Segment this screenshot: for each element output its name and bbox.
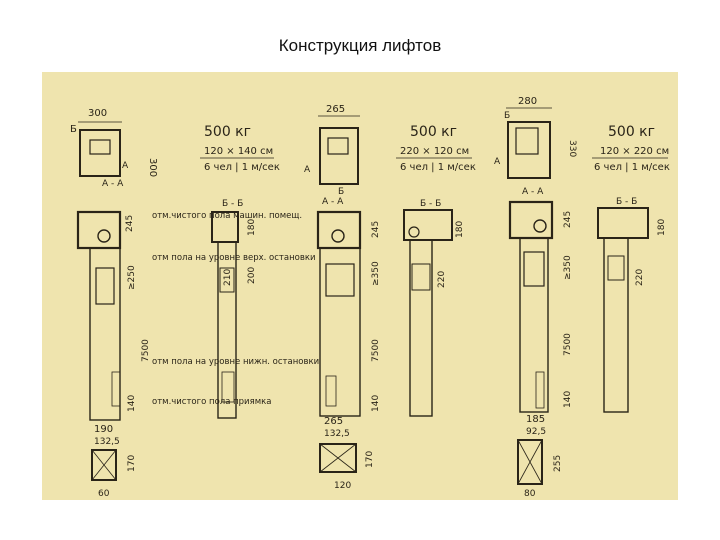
lift-3-lower-depth: 255 [553,455,563,472]
lift-3-section-bb-top [597,207,649,239]
lift-3-pit-plan [517,439,543,485]
lift-2-cabin-size: 220 × 120 см [400,146,469,157]
lift-1-bb-label: Б - Б [222,199,243,209]
lift-3-height-2: ≥350 [563,255,573,280]
lift-3-cabin [523,251,545,287]
lift-1-height-4: 140 [127,395,137,412]
lift-2-header: 500 кг [410,124,457,140]
lift-1: 300 300 Б А А - А 500 кг 120 × 140 см 6 … [70,108,319,499]
lift-3-machine-room [508,200,554,240]
elevator-drawing: 300 300 Б А А - А 500 кг 120 × 140 см 6 … [42,72,678,500]
lift-1-cabin [95,267,115,305]
lift-1-winch [89,139,111,155]
lift-3-mark-b: Б [504,111,510,121]
annotation-top-stop: отм пола на уровне верх. остановки [152,253,316,263]
annotation-machine-floor: отм.чистого пола машин. помещ. [152,211,302,221]
lift-3-mark-a: А [494,157,501,167]
lift-2: 265 А Б А - А 500 кг 220 × 120 см 6 чел … [304,104,476,491]
lift-1-aa-label: А - А [102,179,124,189]
lift-1-door-2: 200 [247,267,257,284]
lift-2-height-3: 7500 [371,339,381,362]
lift-1-mark-b: Б [70,124,77,135]
lift-3-plan-depth: 330 [567,140,577,157]
lift-1-door-3: 210 [223,269,233,286]
lift-3: 280 330 А Б А - А 500 кг 120 × 220 см 6 … [494,96,670,499]
lift-1-lower-width: 190 [94,424,113,435]
lift-3-section-bb-cabin [607,255,625,281]
lift-3-shaft-section [519,237,549,413]
lift-3-lower-width: 185 [526,414,545,425]
lift-1-lower-offset: 132,5 [94,437,120,447]
lift-2-door-1: 180 [455,221,465,238]
lift-3-cabin-size: 120 × 220 см [600,146,669,157]
lift-3-height-1: 245 [563,211,573,228]
lift-1-height-3: 7500 [141,339,151,362]
lift-1-pit-plan [91,449,117,481]
lift-1-height-1: 245 [125,215,135,232]
lift-2-shaft-section [319,247,361,417]
lift-2-height-4: 140 [371,395,381,412]
lift-1-plan-width: 300 [88,108,107,119]
lift-1-section-bb-cabin [219,267,235,293]
lift-1-lower-depth: 170 [127,455,137,472]
lift-2-aa-label: А - А [322,197,344,207]
lift-2-winch [327,137,349,155]
lift-1-section-bb-shaft [217,241,237,419]
lift-2-lower-depth: 170 [365,451,375,468]
lift-2-section-bb-shaft [409,239,433,417]
lift-1-machine-room [76,210,122,250]
lift-2-cabin [325,263,355,297]
lift-1-shaft-section [89,247,121,421]
lift-2-mark-b: Б [338,187,344,197]
lift-3-bb-label: Б - Б [616,197,637,207]
lift-1-door-1: 180 [247,219,257,236]
lift-3-bottom-dim: 80 [524,489,536,499]
lift-2-plan-view [319,127,359,185]
lift-2-capacity: 6 чел | 1 м/сек [400,162,476,173]
elevator-drawing-svg: 300 300 Б А А - А 500 кг 120 × 140 см 6 … [70,96,670,499]
lift-3-aa-label: А - А [522,187,544,197]
lift-3-lower-offset: 92,5 [526,427,546,437]
lift-3-section-bb-shaft [603,237,629,413]
lift-3-plan-width: 280 [518,96,537,107]
lift-1-capacity: 6 чел | 1 м/сек [204,162,280,173]
lift-1-cabin-size: 120 × 140 см [204,146,273,157]
lift-1-plan-depth: 300 [147,158,158,177]
lift-2-mark-a: А [304,165,311,175]
lift-2-lower-width: 265 [324,416,343,427]
lift-2-door-2: 220 [437,271,447,288]
lift-3-header: 500 кг [608,124,655,140]
lift-2-section-bb-cabin [411,263,431,291]
lift-1-header: 500 кг [204,124,251,140]
lift-3-door-1: 180 [657,219,667,236]
lift-3-capacity: 6 чел | 1 м/сек [594,162,670,173]
slide-title: Конструкция лифтов [278,36,442,55]
lift-2-height-1: 245 [371,221,381,238]
lift-3-winch [515,127,539,155]
lift-2-height-2: ≥350 [371,261,381,286]
lift-2-bb-label: Б - Б [420,199,441,209]
lift-1-height-2: ≥250 [127,265,137,290]
lift-3-height-3: 7500 [563,333,573,356]
lift-1-bottom-dim: 60 [98,489,110,499]
lift-2-lower-offset: 132,5 [324,429,350,439]
lift-3-plan-view [507,121,551,179]
lift-3-door-2: 220 [635,269,645,286]
annotation-pit-floor: отм.чистого пола приямка [152,397,271,407]
lift-1-mark-a: А [122,161,129,171]
lift-3-height-4: 140 [563,391,573,408]
lift-2-pit-plan [319,443,357,473]
lift-2-bottom-dim: 120 [334,481,351,491]
lift-2-plan-width: 265 [326,104,345,115]
lift-1-plan-view [79,129,121,177]
